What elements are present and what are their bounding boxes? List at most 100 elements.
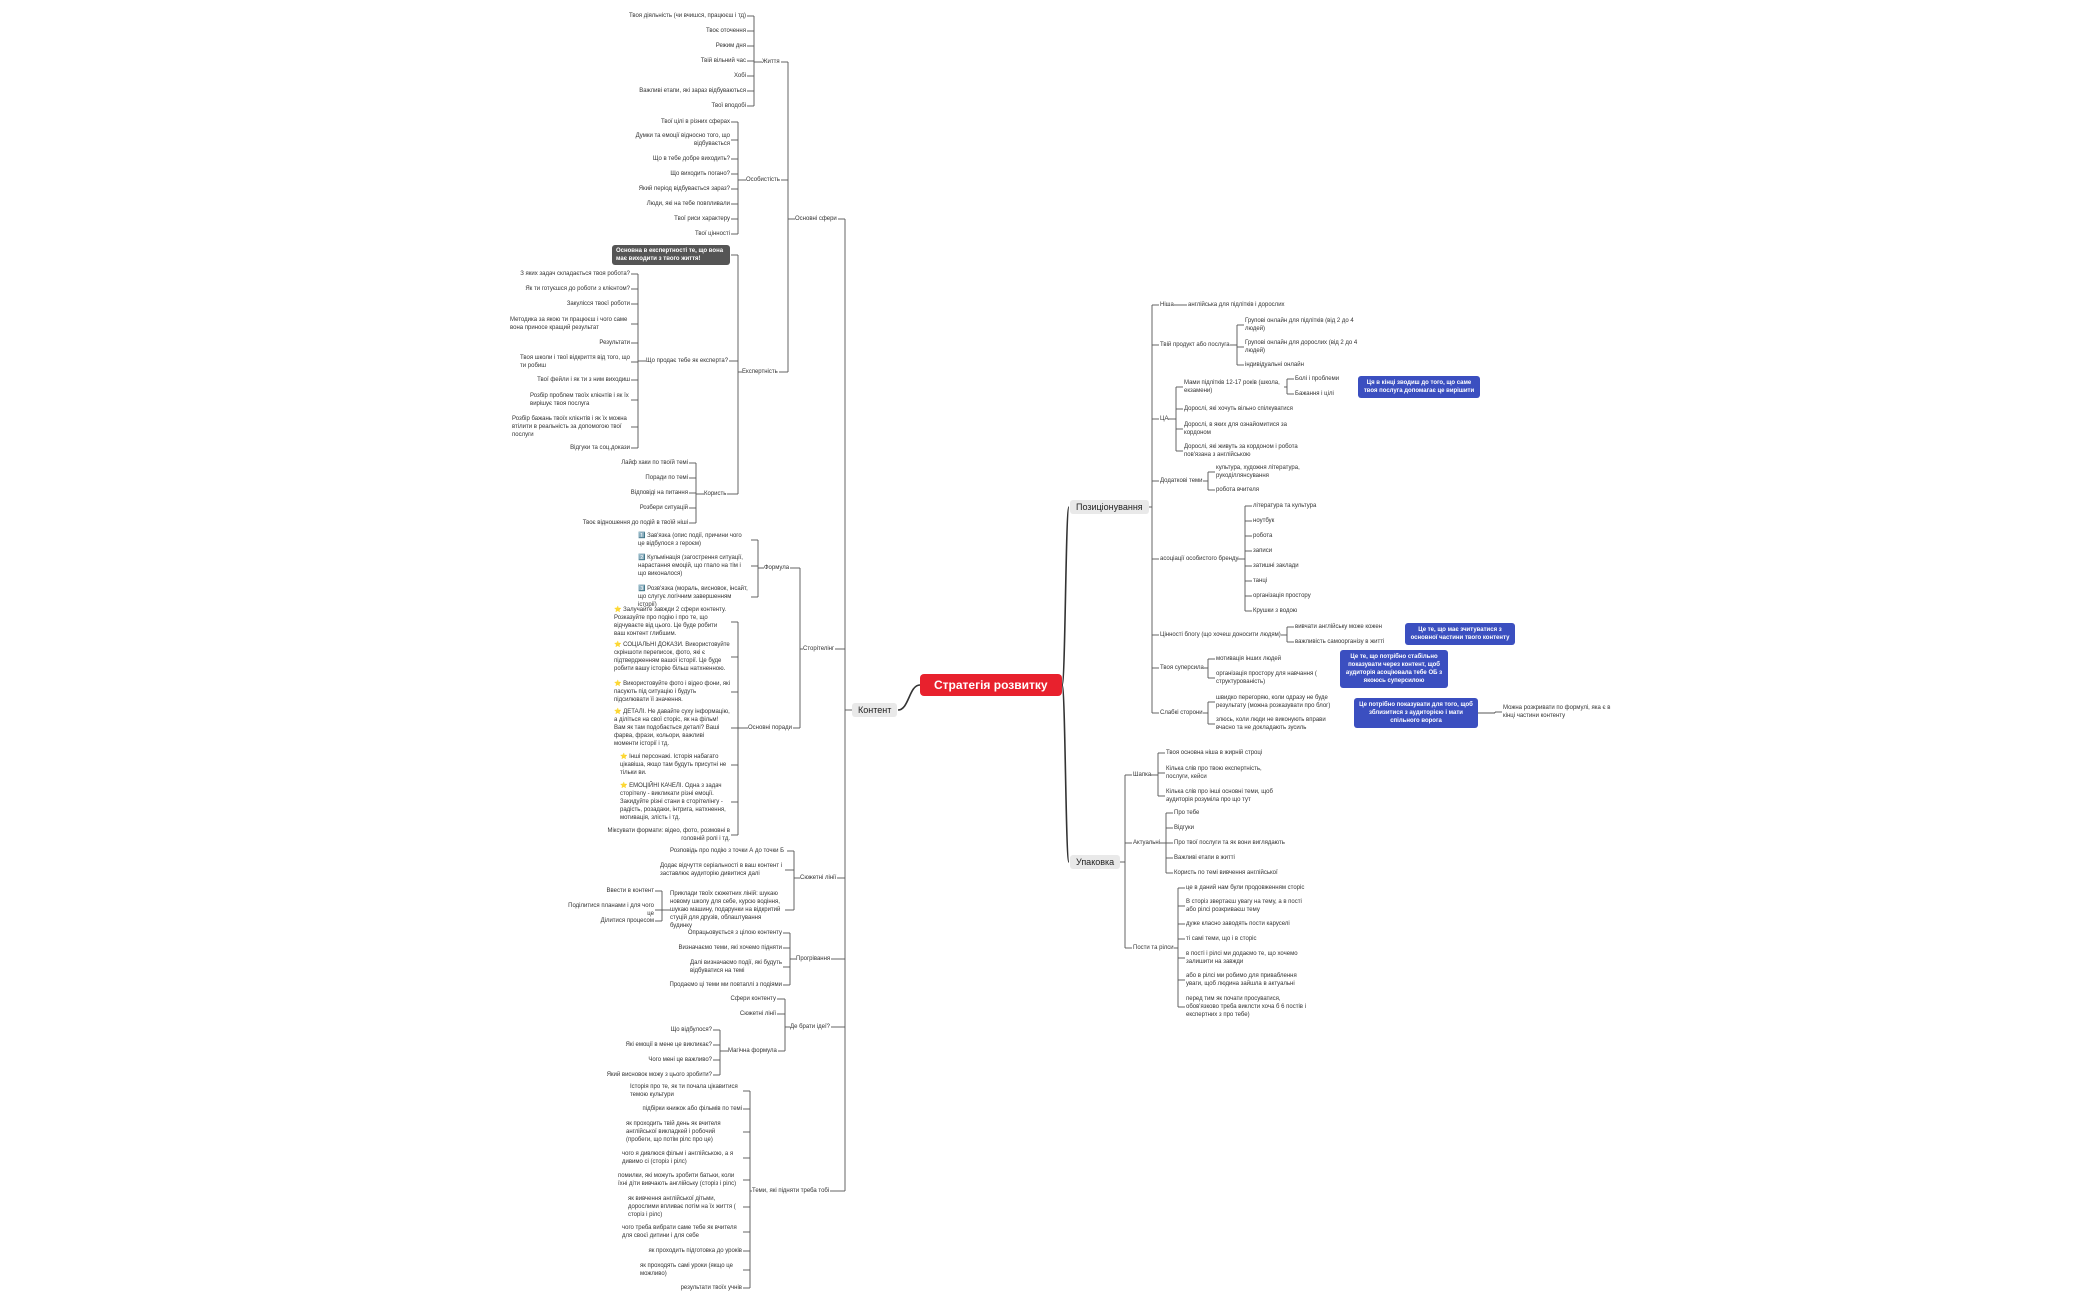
leaf-post[interactable]: ті самі теми, що і в сторіс: [1186, 936, 1257, 942]
branch-blog-values[interactable]: Цінності блогу (що хочеш доносити людям): [1160, 632, 1281, 638]
leaf-tip[interactable]: Міксувати формати: відео, фото, розмовні…: [607, 828, 730, 842]
branch-topics[interactable]: Теми, які підняти треба тобі: [752, 1188, 830, 1194]
branch-where-ideas[interactable]: Де брати ідеї?: [790, 1024, 830, 1030]
root-topic[interactable]: Стратегія розвитку: [920, 674, 1062, 696]
leaf-topic[interactable]: чого я дивлюся фільм і англійською, а я …: [622, 1151, 734, 1165]
leaf-sells[interactable]: Розбір бажань твоїх клієнтів і як їх мож…: [512, 416, 627, 438]
branch-personality[interactable]: Особистість: [746, 177, 780, 183]
branch-expertise[interactable]: Експертність: [742, 369, 778, 375]
leaf-weak[interactable]: злюсь, коли люди не виконують вправи вча…: [1216, 717, 1326, 731]
leaf-formula[interactable]: 2️⃣ Кульмінація (загострення ситуації, н…: [638, 555, 743, 577]
leaf-weak-note[interactable]: Можна розкривати по формулі, яка є в кін…: [1503, 705, 1611, 719]
branch-niche[interactable]: Ніша: [1160, 302, 1174, 308]
branch-storytelling[interactable]: Сторітелінг: [803, 646, 835, 652]
branch-formula[interactable]: Формула: [764, 565, 790, 571]
leaf-useful[interactable]: Лайф хаки по твоїй темі: [621, 460, 688, 466]
branch-product[interactable]: Твій продукт або послуга: [1160, 342, 1230, 348]
callout-superpower[interactable]: Це те, що потрібно стабільно показувати …: [1340, 650, 1448, 688]
leaf-formula[interactable]: 1️⃣ Зав'язка (опис події, причини чого ц…: [638, 533, 742, 547]
leaf-life[interactable]: Твоя діяльність (чи вчишся, працюєш і тд…: [628, 13, 746, 19]
branch-extra-topics[interactable]: Додаткові теми: [1160, 478, 1203, 484]
leaf-ca[interactable]: Дорослі, які хочуть вільно спілкуватися: [1184, 406, 1293, 412]
leaf-life[interactable]: Хобі: [733, 73, 746, 79]
leaf-post[interactable]: перед тим як почати просуватися, обов'яз…: [1186, 996, 1306, 1018]
leaf-personality[interactable]: Твої цілі в різних сферах: [660, 119, 730, 125]
leaf-assoc[interactable]: робота: [1253, 533, 1273, 539]
leaf-tip[interactable]: ⭐ Використовуйте фото і відео фони, які …: [614, 681, 730, 703]
leaf-assoc[interactable]: танці: [1253, 578, 1268, 584]
leaf-topic[interactable]: як проходить підготовка до уроків: [648, 1248, 743, 1254]
leaf-warming[interactable]: Опрацьовується з цілою контенту: [687, 930, 782, 936]
branch-highlights[interactable]: Актуальні: [1133, 840, 1161, 846]
leaf-ca[interactable]: Дорослі, в яких для ознайомитися за корд…: [1184, 422, 1287, 436]
leaf-assoc[interactable]: ноутбук: [1253, 518, 1275, 524]
leaf-sells[interactable]: Розбір проблем твоїх клієнтів і як їх ви…: [530, 393, 629, 407]
leaf-life[interactable]: Твій вільний час: [700, 58, 746, 64]
leaf-sells[interactable]: З яких задач складається твоя робота?: [520, 271, 630, 277]
leaf-weak[interactable]: швидко перегоряю, коли одразу не буде ре…: [1216, 695, 1331, 709]
branch-magic-formula[interactable]: Магічна формула: [728, 1048, 777, 1054]
leaf-topic[interactable]: як проходить твій день як вчителя англій…: [626, 1121, 721, 1143]
leaf-strength[interactable]: мотивація інших людей: [1216, 656, 1282, 662]
main-topic-positioning[interactable]: Позиціонування: [1070, 500, 1149, 514]
leaf-assoc[interactable]: Крушки з водою: [1253, 608, 1298, 614]
branch-usefulness[interactable]: Користь: [704, 491, 727, 497]
leaf-story-line[interactable]: Додає відчуття серіальності в ваш контен…: [660, 863, 783, 877]
leaf-assoc[interactable]: література та культура: [1253, 503, 1317, 509]
branch-spheres[interactable]: Основні сфери: [795, 216, 837, 222]
leaf-story-step[interactable]: Ввести в контент: [606, 888, 654, 894]
leaf-post[interactable]: В сторіз звертаєш увагу на тему, а в пос…: [1186, 899, 1302, 913]
leaf-post[interactable]: дуже класно заводять пости каруселі: [1186, 921, 1290, 927]
leaf-formula[interactable]: 3️⃣ Розв'язка (мораль, висновок, інсайт,…: [638, 586, 748, 608]
leaf-personality[interactable]: Твої риси характеру: [674, 216, 730, 222]
leaf-header[interactable]: Кілька слів про твою експертність, послу…: [1166, 766, 1262, 780]
leaf-value[interactable]: вивчати англійську може кожен: [1295, 624, 1382, 630]
leaf-ca-pains[interactable]: Болі і проблеми: [1295, 376, 1340, 382]
leaf-assoc[interactable]: записи: [1253, 548, 1273, 554]
leaf-useful[interactable]: Відповіді на питання: [630, 490, 688, 496]
branch-brand-associations[interactable]: асоціації особистого бренду: [1160, 556, 1239, 562]
callout-weak[interactable]: Це потрібно показувати для того, щоб збл…: [1354, 698, 1478, 728]
leaf-magic[interactable]: Що відбулося?: [670, 1027, 712, 1033]
leaf-extra[interactable]: робота вчителя: [1216, 487, 1259, 493]
leaf-warming[interactable]: Далі визначаємо події, які будуть відбув…: [690, 960, 783, 974]
leaf-tip[interactable]: ⭐ ЕМОЦІЙНІ КАЧЕЛІ. Одна з задач сторітел…: [620, 783, 726, 821]
leaf-highlight[interactable]: Важливі етапи в житті: [1174, 855, 1235, 861]
leaf-story-line[interactable]: Розповідь про подію з точки А до точки Б: [670, 848, 785, 854]
leaf-story-step[interactable]: Ділитися процесом: [600, 918, 654, 924]
leaf-tip[interactable]: ⭐ СОЦІАЛЬНІ ДОКАЗИ. Використовуйте скрін…: [614, 642, 730, 672]
branch-story-lines[interactable]: Сюжетні лінії: [800, 875, 837, 881]
leaf-magic[interactable]: Які емоції в мене це викликає?: [625, 1042, 712, 1048]
branch-weak-sides[interactable]: Слабкі сторони: [1160, 710, 1203, 716]
leaf-sells[interactable]: Закулісся твоєї роботи: [566, 301, 630, 307]
leaf-useful[interactable]: Розбери ситуацій: [639, 505, 688, 511]
leaf-strength[interactable]: організація простору для навчання ( стру…: [1216, 671, 1317, 685]
leaf-product[interactable]: Групові онлайн для підлітків (від 2 до 4…: [1245, 318, 1354, 332]
branch-posts-reels[interactable]: Пости та рілси: [1133, 945, 1174, 951]
leaf-warming[interactable]: Продаємо ці теми ми повтаплі з подіями: [669, 982, 782, 988]
leaf-life[interactable]: Важливі етапи, які зараз відбуваються: [639, 88, 746, 94]
branch-superpower[interactable]: Твоя суперсила: [1160, 665, 1204, 671]
branch-main-tips[interactable]: Основні поради: [748, 725, 792, 731]
leaf-personality[interactable]: Твої цінності: [694, 231, 730, 237]
leaf-useful[interactable]: Твоє відношення до подій в твоїй ніші: [582, 520, 688, 526]
leaf-warming[interactable]: Визначаємо теми, які хочемо підняти: [678, 945, 782, 951]
leaf-idea-source[interactable]: Сфери контенту: [730, 996, 776, 1002]
leaf-story-line-examples[interactable]: Приклади твоїх сюжетних ліній: шукаю нов…: [670, 891, 781, 929]
leaf-post[interactable]: або в рілсі ми робимо для приваблення ув…: [1186, 973, 1297, 987]
leaf-product[interactable]: Групові онлайн для дорослих (від 2 до 4 …: [1245, 340, 1358, 354]
leaf-sells[interactable]: Твоя школи і твої відкриття від того, що…: [520, 355, 630, 369]
branch-life[interactable]: Життя: [762, 59, 780, 65]
leaf-life[interactable]: Режим дня: [715, 43, 746, 49]
branch-target-audience[interactable]: ЦА: [1160, 416, 1169, 422]
leaf-personality[interactable]: Що в тебе добре виходить?: [652, 156, 730, 162]
leaf-sells[interactable]: Відгуки та соц.докази: [570, 445, 630, 451]
leaf-post[interactable]: це в даний нам були продовженням сторіс: [1186, 885, 1305, 891]
leaf-highlight[interactable]: Відгуки: [1174, 825, 1195, 831]
leaf-sells[interactable]: Твої фейли і як ти з ним виходиш: [537, 377, 630, 383]
leaf-niche-value[interactable]: англійська для підлітків і дорослих: [1188, 302, 1285, 308]
leaf-topic[interactable]: чого треба вибрати саме тебе як вчителя …: [622, 1225, 737, 1239]
leaf-useful[interactable]: Поради по темі: [645, 475, 688, 481]
leaf-topic[interactable]: як вивчення англійської дітьми, дорослим…: [628, 1196, 736, 1218]
leaf-assoc[interactable]: затишні заклади: [1253, 563, 1299, 569]
